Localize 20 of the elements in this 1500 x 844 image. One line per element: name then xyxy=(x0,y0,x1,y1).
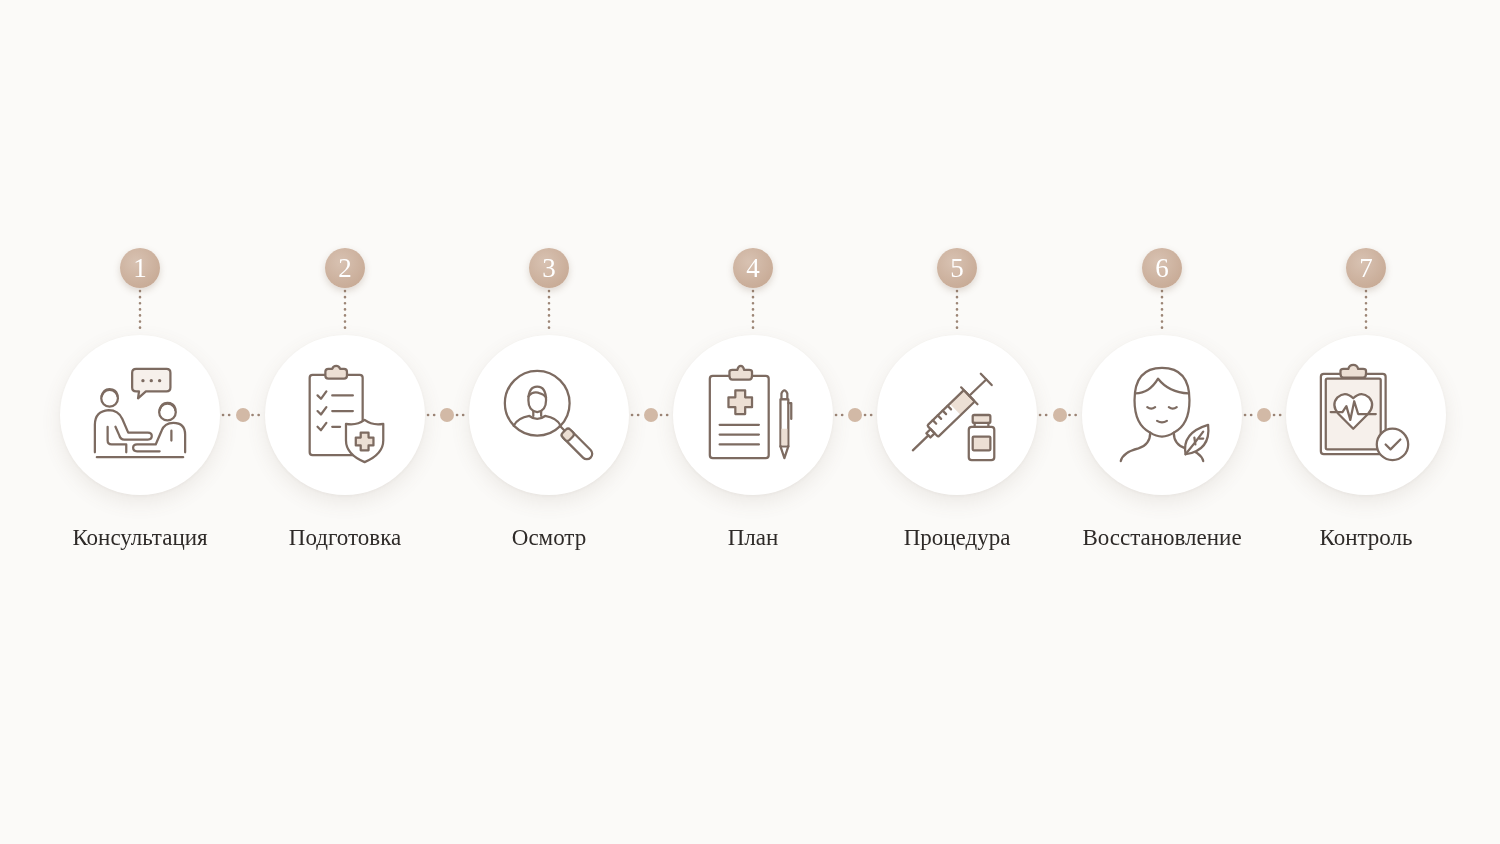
step-number-badge: 4 xyxy=(733,248,773,288)
connector-dot xyxy=(440,408,454,422)
connector-dot xyxy=(1257,408,1271,422)
step-label: Осмотр xyxy=(511,525,587,551)
connector-dot xyxy=(235,408,250,422)
step-label: Восстановление xyxy=(1082,525,1242,551)
step-label: План xyxy=(727,525,779,551)
step-number-badge: 2 xyxy=(325,248,365,288)
step-number-badge: 5 xyxy=(937,248,977,288)
step-label: Контроль xyxy=(1319,525,1413,551)
step-label: Процедура xyxy=(903,525,1011,551)
step-number-badge: 3 xyxy=(529,248,569,288)
step-number-badge: 6 xyxy=(1142,248,1182,288)
step-label: Подготовка xyxy=(288,525,402,551)
connector-dot xyxy=(848,408,862,422)
step-number-badge: 1 xyxy=(120,248,160,288)
step-number-badge: 7 xyxy=(1346,248,1386,288)
step-label: Консультация xyxy=(72,525,208,551)
connector-dot xyxy=(644,408,658,422)
connector-dot xyxy=(1052,408,1067,422)
